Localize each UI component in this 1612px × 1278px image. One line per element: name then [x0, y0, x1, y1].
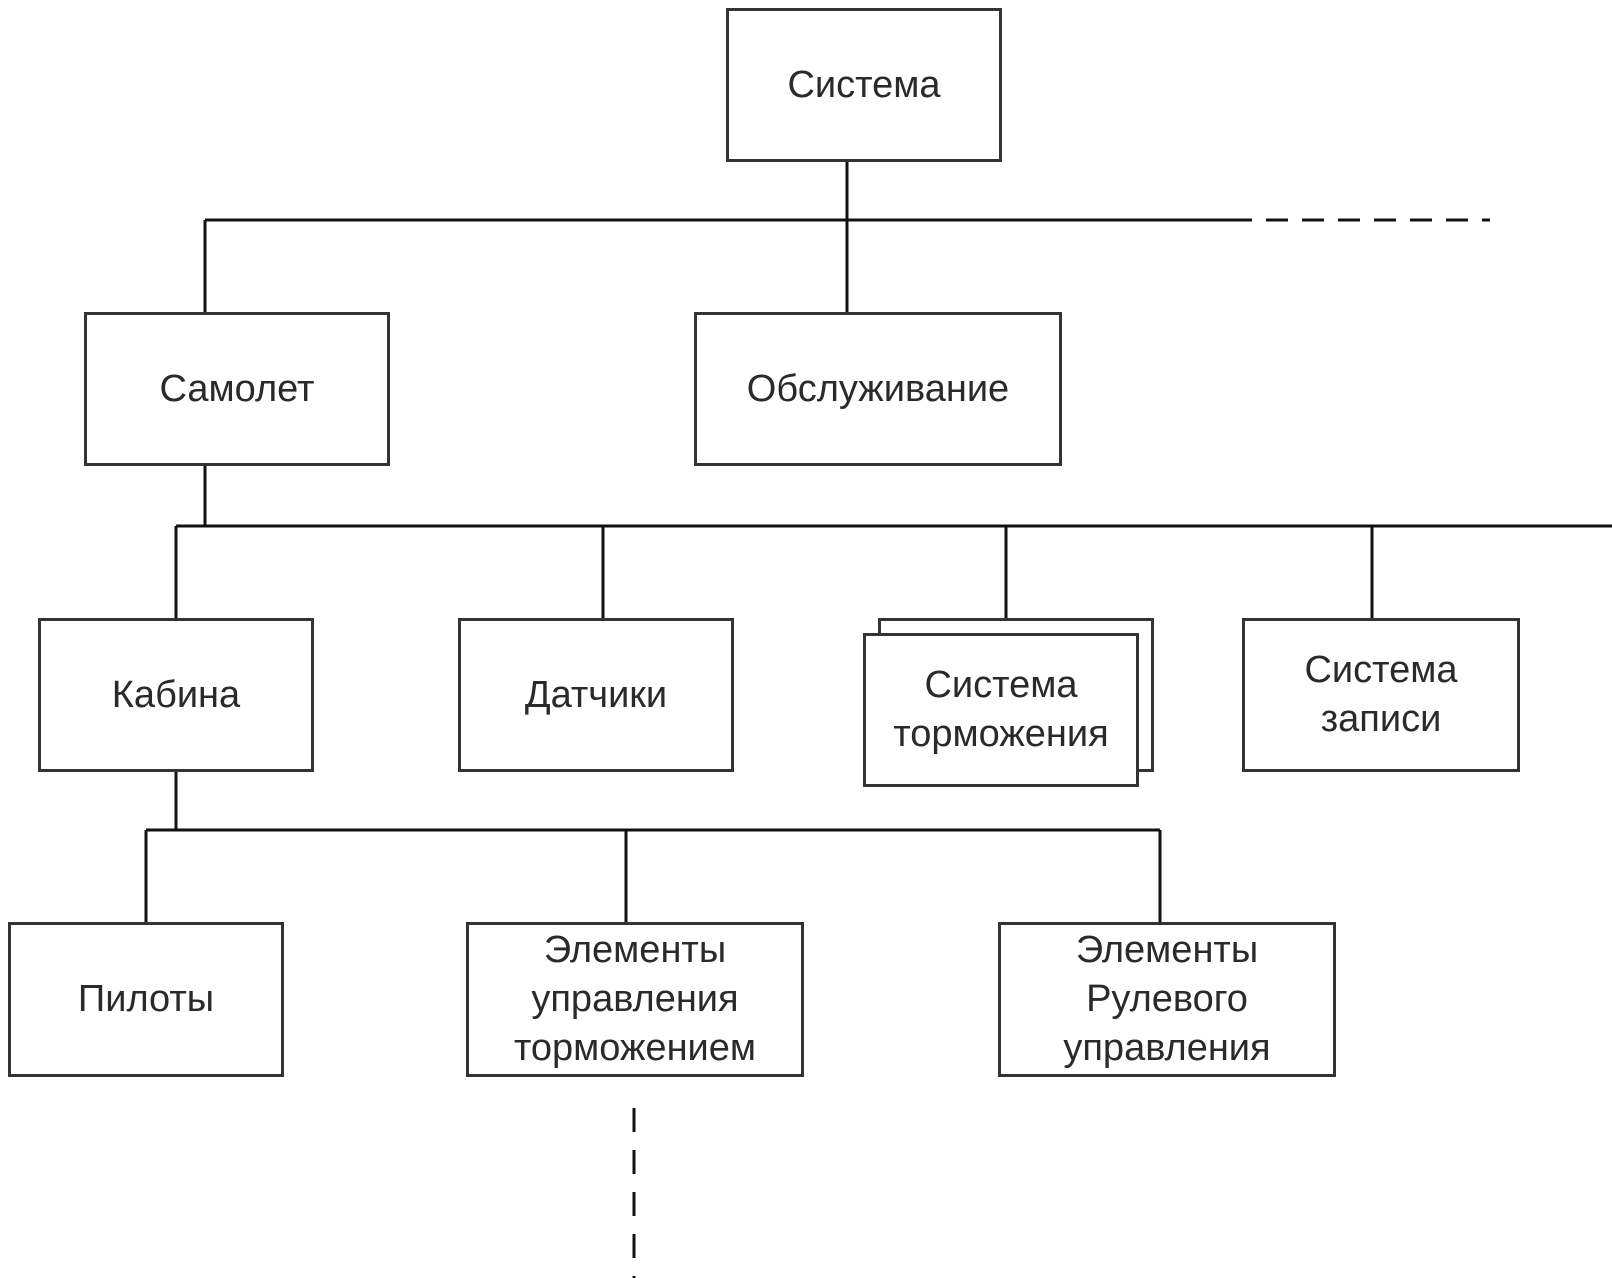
node-cabin: Кабина — [38, 618, 314, 772]
node-label-line: Элементы — [543, 929, 727, 971]
node-aircraft: Самолет — [84, 312, 390, 466]
node-label-line: Пилоты — [77, 978, 215, 1020]
node-label-line: Самолет — [159, 367, 315, 410]
node-label-line: Система — [924, 664, 1078, 706]
node-pilots: Пилоты — [8, 922, 284, 1077]
node-label-line: Система — [787, 63, 941, 106]
node-label-line: записи — [1320, 698, 1442, 740]
node-label-line: Рулевого — [1086, 978, 1248, 1020]
node-label-line: Кабина — [111, 673, 241, 716]
node-label-line: управления — [531, 978, 739, 1020]
node-label-line: Элементы — [1075, 929, 1259, 971]
node-label-line: торможением — [513, 1027, 757, 1069]
node-label-line: Система — [1304, 649, 1458, 691]
node-label-line: управления — [1063, 1027, 1271, 1069]
node-brake-controls: Элементы управления торможением — [466, 922, 804, 1077]
node-label-line: торможения — [893, 713, 1109, 755]
node-label-line: Датчики — [524, 673, 668, 716]
node-label-line: Обслуживание — [746, 367, 1010, 410]
node-system: Система — [726, 8, 1002, 162]
node-maintenance: Обслуживание — [694, 312, 1062, 466]
node-braking-system: Система торможения — [863, 633, 1139, 787]
node-sensors: Датчики — [458, 618, 734, 772]
node-recording-system: Система записи — [1242, 618, 1520, 772]
